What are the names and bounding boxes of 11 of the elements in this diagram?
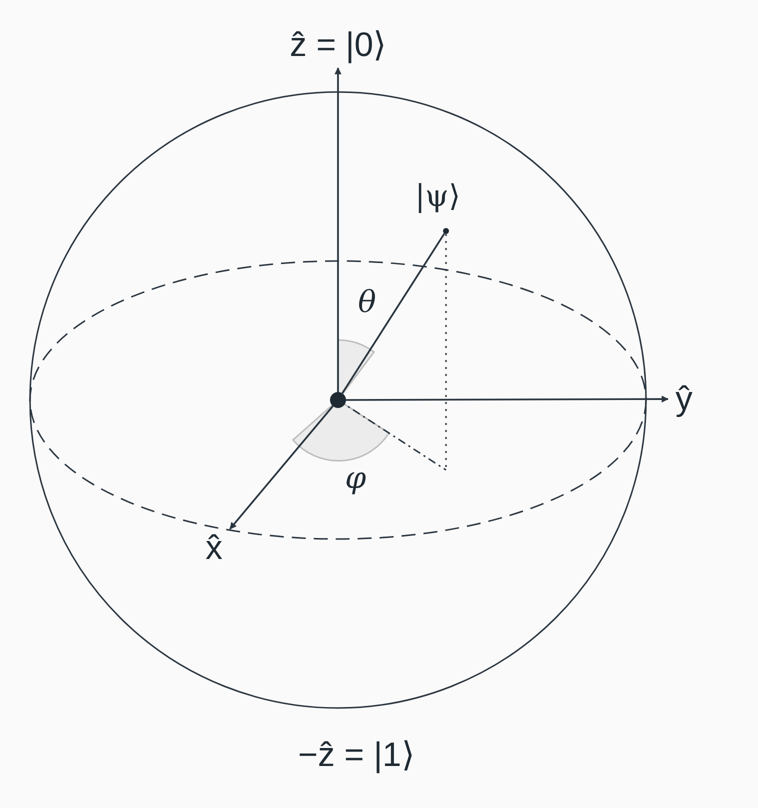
state-point bbox=[443, 228, 449, 234]
axis-arrow bbox=[346, 396, 669, 403]
angle-label: φ bbox=[345, 460, 366, 498]
axis-label: x̂ bbox=[198, 526, 230, 570]
axis-arrow bbox=[334, 67, 342, 392]
axis-arrow bbox=[229, 406, 334, 530]
axis-label: ẑ = |0⟩ bbox=[268, 22, 408, 68]
axis-label: ŷ bbox=[668, 378, 700, 420]
state-label: |ψ⟩ bbox=[415, 178, 460, 216]
angle-label: θ bbox=[358, 284, 376, 322]
axis-label: −ẑ = |1⟩ bbox=[298, 735, 414, 776]
